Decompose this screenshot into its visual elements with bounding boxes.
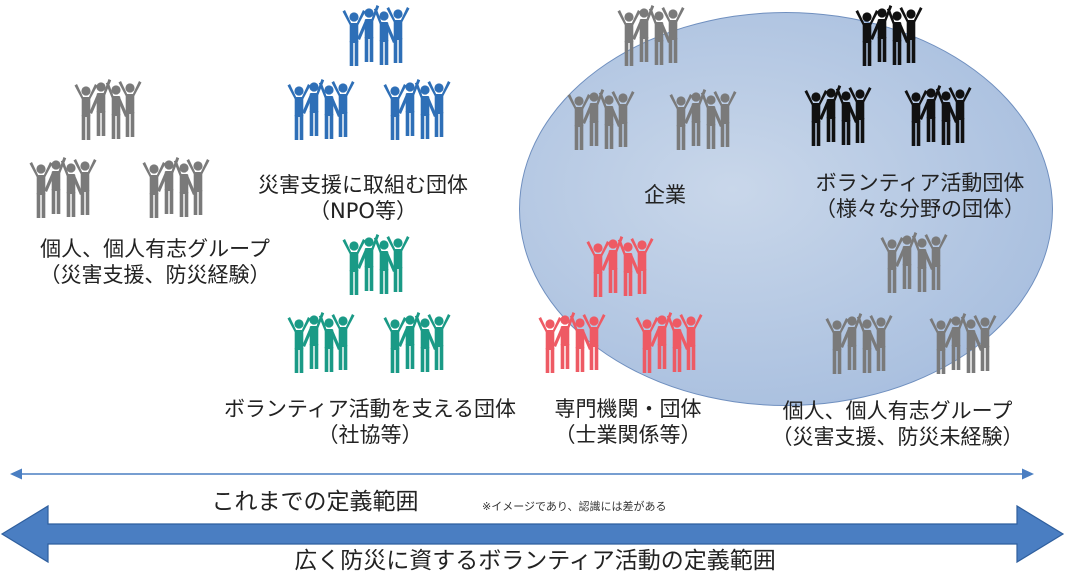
volunteer-support-orgs-line2: （社協等）	[317, 423, 423, 447]
specialist-orgs-label: 専門機関・団体 （士業関係等）	[540, 396, 716, 448]
individuals-left-line2: （災害支援、防災経験）	[39, 263, 271, 287]
individuals-left-label: 個人、個人有志グループ （災害支援、防災経験）	[20, 236, 290, 288]
specialist-orgs-line1: 専門機関・団体	[554, 397, 702, 421]
individuals-right-figures	[826, 232, 997, 374]
volunteer-groups-line1: ボランティア活動団体	[815, 171, 1025, 195]
broad-scope-label: 広く防災に資するボランティア活動の定義範囲	[294, 548, 776, 574]
previous-scope-arrow	[10, 468, 1034, 480]
disaster-support-orgs-line2: （NPO等）	[309, 199, 417, 223]
individuals-right-line1: 個人、個人有志グループ	[782, 399, 1013, 423]
specialist-orgs-line2: （士業関係等）	[554, 423, 702, 447]
companies-figures	[568, 5, 737, 150]
volunteer-groups-label: ボランティア活動団体 （様々な分野の団体）	[780, 170, 1060, 222]
volunteer-support-orgs-figures	[288, 234, 451, 373]
disaster-support-orgs-label: 災害支援に取組む団体 （NPO等）	[228, 172, 498, 224]
volunteer-groups-line2: （様々な分野の団体）	[815, 197, 1025, 221]
disaster-support-orgs-line1: 災害支援に取組む団体	[258, 173, 468, 197]
broad-scope-arrow	[0, 504, 1065, 564]
volunteer-support-orgs-line1: ボランティア活動を支える団体	[223, 397, 517, 421]
note-text: ※イメージであり、認識には差がある	[482, 500, 667, 513]
volunteer-support-orgs-label: ボランティア活動を支える団体 （社協等）	[192, 396, 548, 448]
previous-scope-label: これまでの定義範囲	[211, 489, 419, 515]
disaster-support-orgs-figures	[288, 5, 451, 140]
specialist-orgs-figures	[539, 236, 703, 373]
individuals-left-figures	[30, 79, 210, 218]
volunteer-groups-figures	[805, 5, 972, 146]
individuals-right-line2: （災害支援、防災未経験）	[771, 425, 1024, 449]
individuals-right-label: 個人、個人有志グループ （災害支援、防災未経験）	[750, 398, 1045, 450]
individuals-left-line1: 個人、個人有志グループ	[40, 237, 270, 261]
companies-label: 企業	[620, 182, 710, 208]
companies-line1: 企業	[644, 183, 686, 207]
broad-scope-ellipse	[519, 12, 1053, 406]
